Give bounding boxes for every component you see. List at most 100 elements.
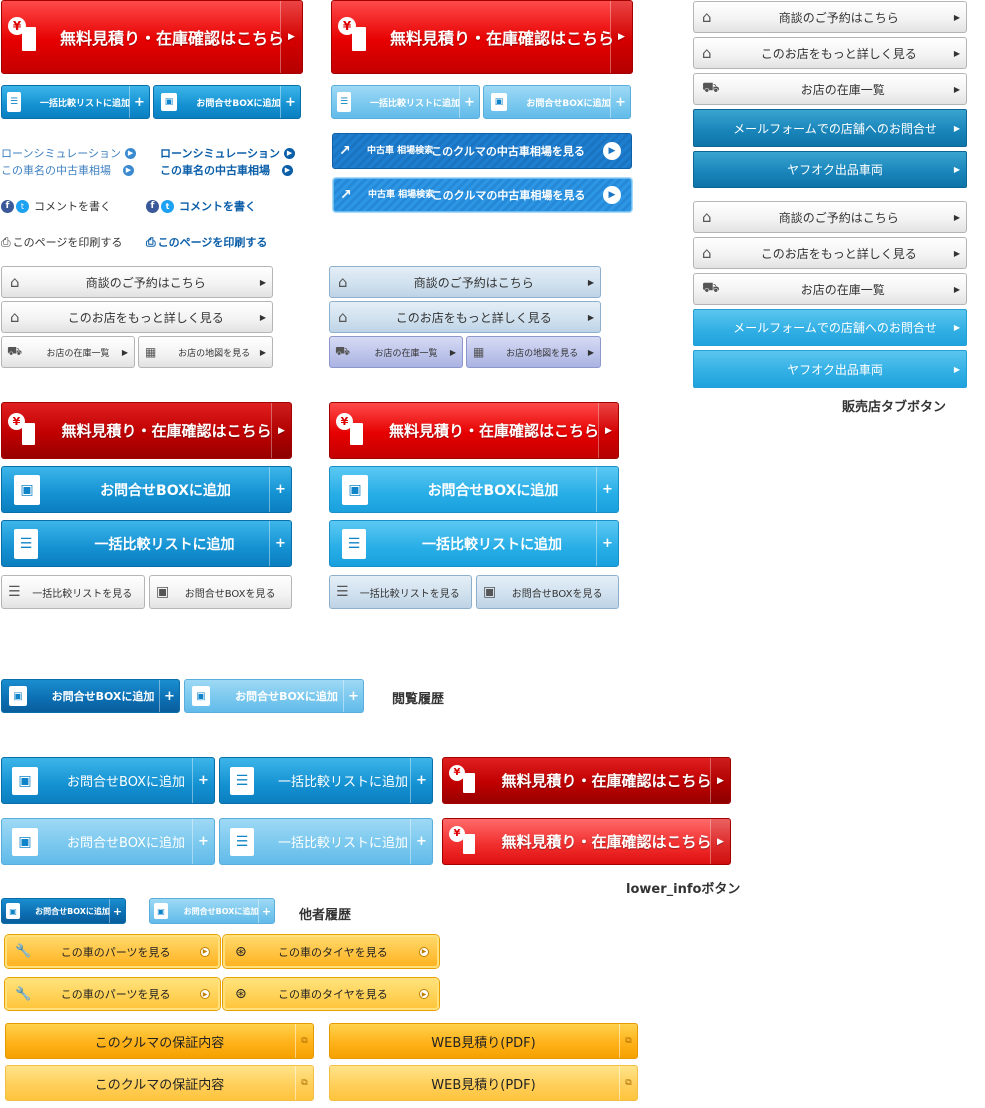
tire-icon: ⊛ xyxy=(235,986,247,1002)
others-inquiry-add-button[interactable]: ▣ お問合せBOXに追加 + xyxy=(1,898,126,924)
shop-map-button-hover[interactable]: ▦ お店の地図を見る ▶ xyxy=(466,336,601,368)
dealer-auction-tab-alt[interactable]: ヤフオク出品車両 ▶ xyxy=(693,350,967,388)
estimate-button-alt[interactable]: ¥ 無料見積り・在庫確認はこちら ▶ xyxy=(331,0,633,74)
compare-add-button[interactable]: ☰ 一括比較リストに追加 + xyxy=(1,85,150,119)
parts-icon: 🔧 xyxy=(15,944,32,959)
others-inquiry-add-button-hover[interactable]: ▣ お問合せBOXに追加 + xyxy=(149,898,275,924)
external-link-icon: ⧉ xyxy=(619,1024,637,1058)
inquiry-add-button-large[interactable]: ▣ お問合せBOXに追加 + xyxy=(1,466,292,513)
list-icon: ☰ xyxy=(336,584,349,600)
list-icon: ☰ xyxy=(230,766,254,795)
lower-estimate-button-hover[interactable]: ¥ 無料見積り・在庫確認はこちら ▶ xyxy=(442,818,731,865)
dealer-reserve-tab-alt[interactable]: ⌂ 商談のご予約はこちら ▶ xyxy=(693,201,967,233)
house-icon: ⌂ xyxy=(10,273,20,291)
yen-document-icon: ¥ xyxy=(336,412,370,449)
box-search-icon: ▣ xyxy=(483,584,497,600)
lower-inquiry-add-button[interactable]: ▣ お問合せBOXに追加 + xyxy=(1,757,215,804)
loan-simulation-link[interactable]: ローンシミュレーション▶ xyxy=(1,145,137,161)
arrow-icon: ▶ xyxy=(271,403,291,458)
estimate-label: 無料見積り・在庫確認はこちら xyxy=(59,29,284,48)
history-inquiry-add-button[interactable]: ▣ お問合せBOXに追加 + xyxy=(1,679,180,713)
tires-button[interactable]: ⊛ この車のタイヤを見る ▶ xyxy=(223,935,439,968)
comment-link[interactable]: f t コメントを書く xyxy=(1,198,111,214)
market-price-link-bold[interactable]: この車名の中古車相場▶ xyxy=(160,162,293,178)
parts-icon: 🔧 xyxy=(15,986,32,1002)
dealer-mail-inquiry-tab-alt[interactable]: メールフォームでの店舗へのお問合せ ▶ xyxy=(693,309,967,346)
lower-inquiry-add-button-hover[interactable]: ▣ お問合せBOXに追加 + xyxy=(1,818,215,865)
compare-view-button-hover[interactable]: ☰ 一括比較リストを見る xyxy=(329,575,472,609)
tires-button-hover[interactable]: ⊛ この車のタイヤを見る ▶ xyxy=(223,978,439,1010)
print-link-bold[interactable]: ⎙ このページを印刷する xyxy=(146,234,268,250)
used-car-market-button[interactable]: ↗ 中古車 相場検索 このクルマの中古車相場を見る ▶ xyxy=(332,133,632,169)
arrow-icon: ▶ xyxy=(125,147,137,159)
shop-detail-button[interactable]: ⌂ このお店をもっと詳しく見る ▶ xyxy=(1,301,273,333)
box-icon: ▣ xyxy=(12,827,38,856)
reserve-button-hover[interactable]: ⌂ 商談のご予約はこちら ▶ xyxy=(329,266,601,298)
estimate-button-large-alt[interactable]: ¥ 無料見積り・在庫確認はこちら ▶ xyxy=(329,402,619,459)
box-icon: ▣ xyxy=(14,474,40,505)
dealer-shop-stock-tab-alt[interactable]: ⛟ お店の在庫一覧 ▶ xyxy=(693,273,967,305)
printer-icon: ⎙ xyxy=(146,234,156,249)
compare-add-button-large[interactable]: ☰ 一括比較リストに追加 + xyxy=(1,520,292,567)
box-icon: ▣ xyxy=(154,903,168,919)
dealer-shop-stock-tab[interactable]: ⛟ お店の在庫一覧 ▶ xyxy=(693,73,967,105)
play-icon: ▶ xyxy=(603,186,621,204)
arrow-icon: ▶ xyxy=(200,989,210,999)
inquiry-add-button-large-alt[interactable]: ▣ お問合せBOXに追加 + xyxy=(329,466,619,513)
inquiry-add-button-pale[interactable]: ▣ お問合せBOXに追加 + xyxy=(483,85,631,119)
arrow-icon: ▶ xyxy=(259,312,267,322)
inquiry-view-button[interactable]: ▣ お問合せBOXを見る xyxy=(149,575,292,609)
shop-stock-button[interactable]: ⛟ お店の在庫一覧 ▶ xyxy=(1,336,135,368)
arrow-icon: ▶ xyxy=(200,946,210,957)
arrow-icon: ▶ xyxy=(710,758,730,803)
warranty-button[interactable]: このクルマの保証内容 ⧉ xyxy=(5,1023,314,1059)
market-price-link[interactable]: この車名の中古車相場▶ xyxy=(1,162,134,178)
loan-simulation-link-bold[interactable]: ローンシミュレーション▶ xyxy=(160,145,296,161)
arrow-icon: ▶ xyxy=(587,277,595,287)
plus-icon: + xyxy=(192,758,214,803)
plus-icon: + xyxy=(258,899,274,923)
arrow-icon: ▶ xyxy=(259,277,267,287)
dealer-auction-tab[interactable]: ヤフオク出品車両 ▶ xyxy=(693,151,967,188)
lower-compare-add-button-hover[interactable]: ☰ 一括比較リストに追加 + xyxy=(219,818,433,865)
web-estimate-button-hover[interactable]: WEB見積り(PDF) ⧉ xyxy=(329,1065,638,1101)
web-estimate-button[interactable]: WEB見積り(PDF) ⧉ xyxy=(329,1023,638,1059)
warranty-button-hover[interactable]: このクルマの保証内容 ⧉ xyxy=(5,1065,314,1101)
arrow-icon: ▶ xyxy=(610,1,632,73)
shop-stock-button-hover[interactable]: ⛟ お店の在庫一覧 ▶ xyxy=(329,336,463,368)
comment-link-bold[interactable]: f t コメントを書く xyxy=(146,198,256,214)
compare-add-button-pale[interactable]: ☰ 一括比較リストに追加 + xyxy=(331,85,480,119)
dealer-shop-detail-tab[interactable]: ⌂ このお店をもっと詳しく見る ▶ xyxy=(693,37,967,69)
lower-compare-add-button[interactable]: ☰ 一括比較リストに追加 + xyxy=(219,757,433,804)
shop-map-button[interactable]: ▦ お店の地図を見る ▶ xyxy=(138,336,273,368)
lower-estimate-button[interactable]: ¥ 無料見積り・在庫確認はこちら ▶ xyxy=(442,757,731,804)
arrow-icon: ▶ xyxy=(587,347,595,357)
parts-button[interactable]: 🔧 この車のパーツを見る ▶ xyxy=(5,935,220,968)
play-icon: ▶ xyxy=(603,142,621,160)
plus-icon: + xyxy=(596,467,618,512)
history-note: 閲覧履歴 xyxy=(392,692,445,707)
inquiry-view-button-hover[interactable]: ▣ お問合せBOXを見る xyxy=(476,575,619,609)
arrow-icon: ▶ xyxy=(259,347,267,357)
parts-button-hover[interactable]: 🔧 この車のパーツを見る ▶ xyxy=(5,978,220,1010)
compare-add-button-large-alt[interactable]: ☰ 一括比較リストに追加 + xyxy=(329,520,619,567)
dealer-shop-detail-tab-alt[interactable]: ⌂ このお店をもっと詳しく見る ▶ xyxy=(693,237,967,269)
chart-icon: ↗ xyxy=(339,143,351,159)
reserve-button[interactable]: ⌂ 商談のご予約はこちら ▶ xyxy=(1,266,273,298)
estimate-button[interactable]: ¥ 無料見積り・在庫確認はこちら ▶ xyxy=(1,0,303,74)
box-icon: ▣ xyxy=(342,474,368,505)
shop-detail-button-hover[interactable]: ⌂ このお店をもっと詳しく見る ▶ xyxy=(329,301,601,333)
plus-icon: + xyxy=(410,819,432,864)
dealer-mail-inquiry-tab[interactable]: メールフォームでの店舗へのお問合せ ▶ xyxy=(693,109,967,147)
print-link[interactable]: ⎙ このページを印刷する xyxy=(1,234,123,250)
history-inquiry-add-button-hover[interactable]: ▣ お問合せBOXに追加 + xyxy=(184,679,364,713)
estimate-button-large[interactable]: ¥ 無料見積り・在庫確認はこちら ▶ xyxy=(1,402,292,459)
compare-view-button[interactable]: ☰ 一括比較リストを見る xyxy=(1,575,145,609)
arrow-icon: ▶ xyxy=(282,164,293,176)
dealer-reserve-tab[interactable]: ⌂ 商談のご予約はこちら ▶ xyxy=(693,1,967,33)
box-icon: ▣ xyxy=(12,766,38,795)
used-car-market-button-hover[interactable]: ↗ 中古車 相場検索 このクルマの中古車相場を見る ▶ xyxy=(333,178,632,212)
yen-document-icon: ¥ xyxy=(449,825,483,858)
inquiry-add-button[interactable]: ▣ お問合せBOXに追加 + xyxy=(153,85,301,119)
plus-icon: + xyxy=(192,819,214,864)
